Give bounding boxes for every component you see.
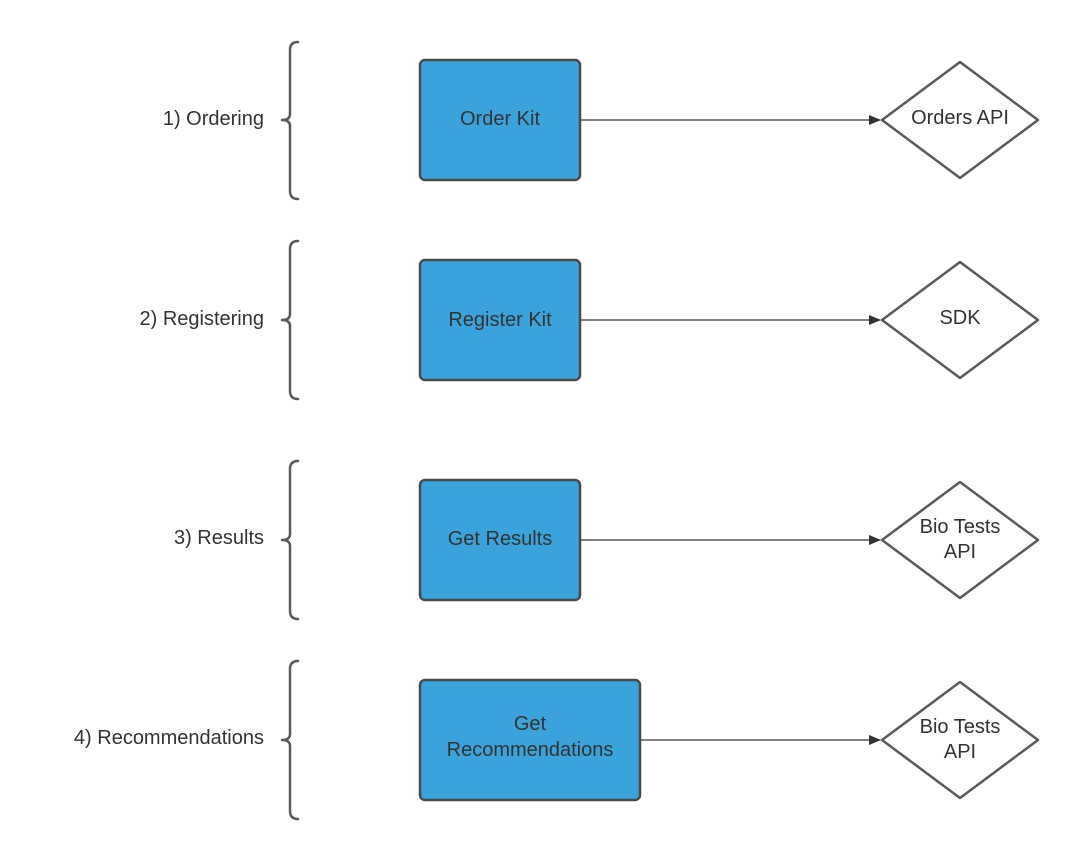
stage-label-recommendations: 4) Recommendations (74, 727, 264, 749)
stage-label-results: 3) Results (174, 527, 264, 549)
sdk-diamond (880, 260, 1040, 380)
get-recommendations-label-line1: Get (514, 713, 547, 735)
brace-recommendations (280, 659, 300, 821)
get-results-box (418, 478, 582, 602)
bio-tests-api-label-recommendations-line2: API (944, 741, 976, 763)
brace-ordering (280, 40, 300, 201)
row-registering: 2) Registering Register Kit SDK (139, 239, 1040, 401)
brace-registering (280, 239, 300, 401)
get-recommendations-box (418, 678, 642, 802)
order-kit-label: Order Kit (460, 108, 540, 130)
bio-tests-api-label-recommendations-line1: Bio Tests (920, 716, 1001, 738)
row-recommendations: 4) Recommendations Get Recommendations B… (74, 659, 1040, 821)
bio-tests-api-label-results-line1: Bio Tests (920, 516, 1001, 538)
get-recommendations-label-line2: Recommendations (447, 739, 614, 761)
bio-tests-api-diamond-results (880, 480, 1040, 600)
bio-tests-api-label-results-line2: API (944, 541, 976, 563)
register-kit-label: Register Kit (448, 309, 552, 331)
stage-label-ordering: 1) Ordering (163, 108, 264, 130)
orders-api-label: Orders API (911, 107, 1009, 129)
row-ordering: 1) Ordering Order Kit Orders API (163, 40, 1040, 201)
get-results-label: Get Results (448, 528, 552, 550)
row-results: 3) Results Get Results Bio Tests API (174, 459, 1040, 621)
stage-label-registering: 2) Registering (139, 308, 264, 330)
brace-results (280, 459, 300, 621)
orders-api-diamond (880, 60, 1040, 180)
sdk-label: SDK (939, 307, 981, 329)
register-kit-box (418, 258, 582, 382)
bio-tests-api-diamond-recommendations (880, 680, 1040, 800)
order-kit-box (418, 58, 582, 182)
